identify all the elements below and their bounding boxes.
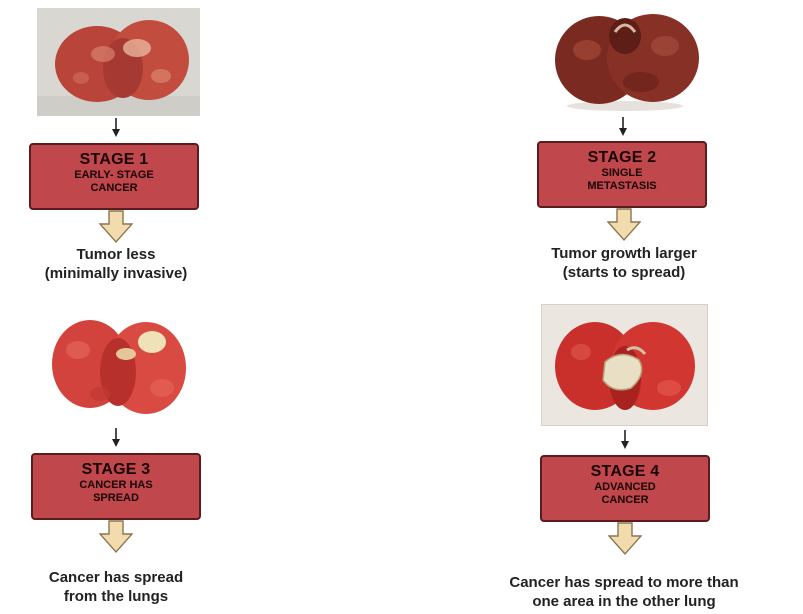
stage-2-block-arrow-icon [607, 208, 641, 242]
stage-3-title: STAGE 3 [33, 461, 199, 479]
stage-1-box: STAGE 1 EARLY- STAGE CANCER [29, 143, 199, 210]
stage-4-caption-line-1: Cancer has spread to more than [469, 573, 779, 592]
stage-4-box: STAGE 4 ADVANCED CANCER [540, 455, 710, 522]
stage-2-subtitle-line-2: METASTASIS [539, 180, 705, 193]
stage-2-lung-photo [541, 6, 709, 114]
stage-4-lung-photo [541, 304, 708, 426]
stage-4-block-arrow-icon [608, 522, 642, 556]
stage-1-lung-photo [37, 8, 200, 116]
stage-2-box: STAGE 2 SINGLE METASTASIS [537, 141, 707, 208]
stage-4-caption: Cancer has spread to more than one area … [469, 573, 779, 611]
stage-1-caption-line-2: (minimally invasive) [0, 264, 232, 283]
stage-3-subtitle-line-2: SPREAD [33, 492, 199, 505]
stage-3-down-arrow-icon [111, 428, 121, 448]
stage-1-caption: Tumor less (minimally invasive) [0, 245, 232, 283]
stage-4-down-arrow-icon [620, 430, 630, 450]
stage-2-caption-line-2: (starts to spread) [494, 263, 754, 282]
stage-4-subtitle-line-1: ADVANCED [542, 481, 708, 494]
stage-1-block-arrow-icon [99, 210, 133, 244]
stage-1-title: STAGE 1 [31, 151, 197, 169]
stage-4-title: STAGE 4 [542, 463, 708, 481]
stage-3-caption: Cancer has spread from the lungs [0, 568, 232, 606]
stage-3-block-arrow-icon [99, 520, 133, 554]
stage-1-down-arrow-icon [111, 118, 121, 138]
stage-4-subtitle-line-2: CANCER [542, 494, 708, 507]
stage-3-caption-line-1: Cancer has spread [0, 568, 232, 587]
stage-3-box: STAGE 3 CANCER HAS SPREAD [31, 453, 201, 520]
stage-1-subtitle-line-2: CANCER [31, 182, 197, 195]
stage-4-caption-line-2: one area in the other lung [469, 592, 779, 611]
stage-3-lung-photo [42, 302, 192, 426]
stage-3-subtitle-line-1: CANCER HAS [33, 479, 199, 492]
stage-2-title: STAGE 2 [539, 149, 705, 167]
stage-2-caption-line-1: Tumor growth larger [494, 244, 754, 263]
stage-3-caption-line-2: from the lungs [0, 587, 232, 606]
stage-2-caption: Tumor growth larger (starts to spread) [494, 244, 754, 282]
stage-1-subtitle-line-1: EARLY- STAGE [31, 169, 197, 182]
stage-1-caption-line-1: Tumor less [0, 245, 232, 264]
stage-2-subtitle-line-1: SINGLE [539, 167, 705, 180]
stage-2-down-arrow-icon [618, 117, 628, 137]
